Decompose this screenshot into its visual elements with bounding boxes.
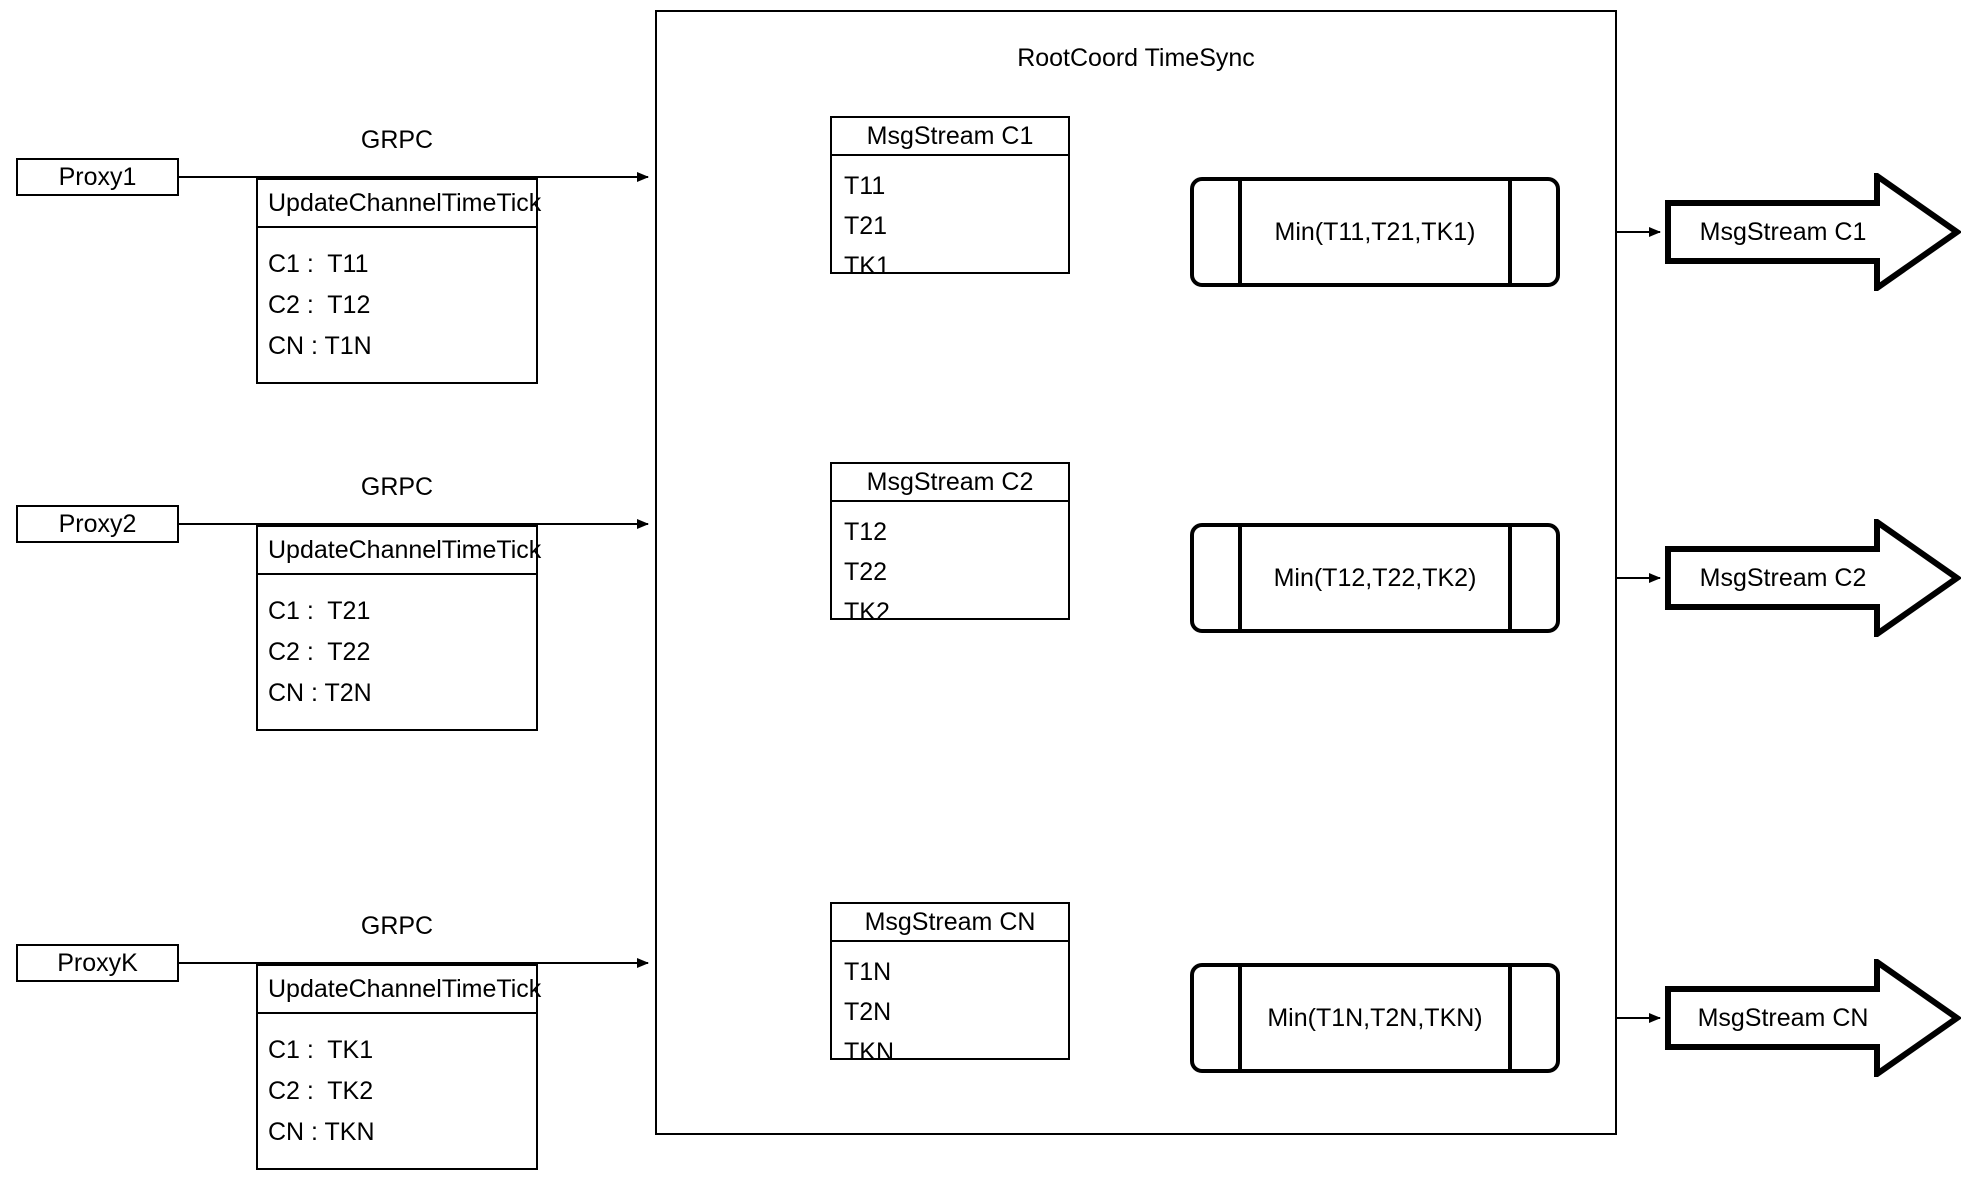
msgstream-rows-1: T11 T21 TK1 <box>832 156 1068 286</box>
uctt-row: C2 : T12 <box>268 291 371 319</box>
process-bar-left-icon <box>1238 181 1242 283</box>
update-channel-timetick-box-1: UpdateChannelTimeTick C1 : T11 C2 : T12 … <box>256 178 541 384</box>
uctt-title-3: UpdateChannelTimeTick <box>258 966 541 1014</box>
tick-row: T1N <box>844 958 892 986</box>
proxy-label: Proxy1 <box>58 162 137 191</box>
uctt-rows-1: C1 : T11 C2 : T12 CN : T1N <box>258 228 536 367</box>
uctt-row: C2 : T22 <box>268 638 371 666</box>
uctt-row: C2 : TK2 <box>268 1077 374 1105</box>
uctt-row: C1 : T21 <box>268 597 371 625</box>
output-arrow-3: MsgStream CN <box>1665 959 1961 1077</box>
process-bar-right-icon <box>1508 527 1512 629</box>
min-process-box-2: Min(T12,T22,TK2) <box>1190 523 1560 633</box>
tick-row: TK2 <box>844 598 890 626</box>
msgstream-title-2: MsgStream C2 <box>832 464 1068 502</box>
uctt-rows-3: C1 : TK1 C2 : TK2 CN : TKN <box>258 1014 536 1153</box>
msgstream-title-1: MsgStream C1 <box>832 118 1068 156</box>
proxy-label: Proxy2 <box>58 509 137 538</box>
process-bar-left-icon <box>1238 967 1242 1069</box>
msgstream-box-2: MsgStream C2 T12 T22 TK2 <box>830 462 1070 626</box>
update-channel-timetick-box-2: UpdateChannelTimeTick C1 : T21 C2 : T22 … <box>256 525 541 731</box>
min-process-box-1: Min(T11,T21,TK1) <box>1190 177 1560 287</box>
tick-row: T12 <box>844 518 888 546</box>
uctt-rows-2: C1 : T21 C2 : T22 CN : T2N <box>258 575 536 714</box>
output-arrow-label-2: MsgStream C2 <box>1699 563 1867 592</box>
tick-row: TK1 <box>844 252 890 280</box>
min-label-2: Min(T12,T22,TK2) <box>1273 563 1477 592</box>
grpc-label-2: GRPC <box>360 473 434 501</box>
update-channel-timetick-box-3: UpdateChannelTimeTick C1 : TK1 C2 : TK2 … <box>256 964 541 1170</box>
process-bar-left-icon <box>1238 527 1242 629</box>
msgstream-rows-3: T1N T2N TKN <box>832 942 1068 1072</box>
msgstream-title-3: MsgStream CN <box>832 904 1068 942</box>
output-arrow-1: MsgStream C1 <box>1665 173 1961 291</box>
tick-row: T2N <box>844 998 892 1026</box>
output-arrow-label-3: MsgStream CN <box>1697 1003 1869 1032</box>
uctt-title-1: UpdateChannelTimeTick <box>258 180 541 228</box>
tick-row: T22 <box>844 558 888 586</box>
uctt-row: C1 : TK1 <box>268 1036 374 1064</box>
uctt-row: CN : TKN <box>268 1118 375 1146</box>
min-label-3: Min(T1N,T2N,TKN) <box>1267 1003 1483 1032</box>
msgstream-rows-2: T12 T22 TK2 <box>832 502 1068 632</box>
msgstream-box-3: MsgStream CN T1N T2N TKN <box>830 902 1070 1066</box>
proxy-label: ProxyK <box>57 948 138 977</box>
proxy-box-1[interactable]: Proxy1 <box>16 158 179 196</box>
uctt-title-2: UpdateChannelTimeTick <box>258 527 541 575</box>
output-arrow-label-1: MsgStream C1 <box>1699 217 1867 246</box>
process-bar-right-icon <box>1508 181 1512 283</box>
tick-row: T11 <box>844 172 886 200</box>
output-arrow-2: MsgStream C2 <box>1665 519 1961 637</box>
tick-row: TKN <box>844 1038 894 1066</box>
process-bar-right-icon <box>1508 967 1512 1069</box>
msgstream-box-1: MsgStream C1 T11 T21 TK1 <box>830 116 1070 280</box>
grpc-label-1: GRPC <box>360 126 434 154</box>
uctt-row: CN : T2N <box>268 679 372 707</box>
grpc-label-3: GRPC <box>360 912 434 940</box>
container-title: RootCoord TimeSync <box>1017 44 1255 72</box>
proxy-box-3[interactable]: ProxyK <box>16 944 179 982</box>
tick-row: T21 <box>844 212 888 240</box>
uctt-row: C1 : T11 <box>268 250 369 278</box>
uctt-row: CN : T1N <box>268 332 372 360</box>
min-label-1: Min(T11,T21,TK1) <box>1274 217 1476 246</box>
proxy-box-2[interactable]: Proxy2 <box>16 505 179 543</box>
min-process-box-3: Min(T1N,T2N,TKN) <box>1190 963 1560 1073</box>
